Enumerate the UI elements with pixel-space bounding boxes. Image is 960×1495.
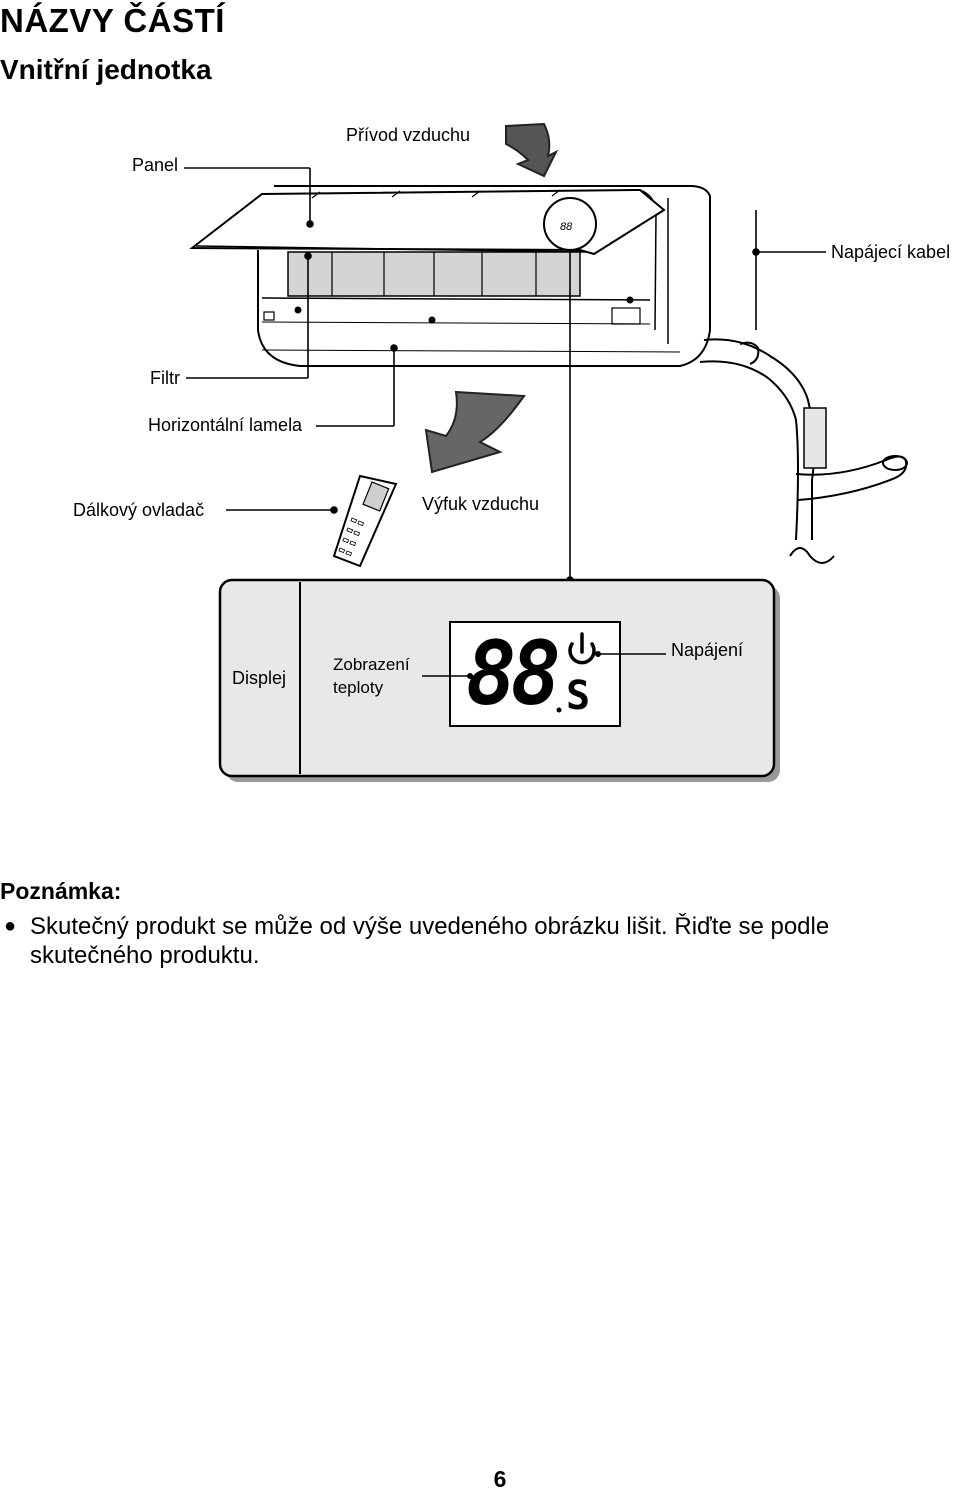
front-panel: 88 bbox=[189, 188, 666, 256]
remote-controller bbox=[332, 474, 398, 568]
leader-lines bbox=[184, 167, 826, 584]
air-inlet-arrow bbox=[505, 122, 559, 178]
segment-digits: 88 bbox=[466, 622, 561, 725]
label-filter: Filtr bbox=[150, 368, 180, 388]
note-item: Skutečný produkt se může od výše uvedené… bbox=[30, 913, 830, 969]
label-air-outlet: Výfuk vzduchu bbox=[422, 494, 540, 514]
label-remote: Dálkový ovladač bbox=[73, 500, 205, 520]
segment-suffix: S bbox=[566, 673, 591, 719]
bullet-icon: ● bbox=[4, 915, 17, 937]
label-power: Napájení bbox=[671, 640, 744, 660]
indoor-unit-diagram: 88 bbox=[184, 122, 908, 782]
label-display: Displej bbox=[232, 668, 287, 688]
power-icon bbox=[568, 632, 596, 665]
page-subtitle: Vnitřní jednotka bbox=[0, 54, 212, 85]
label-horizontal-louver: Horizontální lamela bbox=[148, 415, 303, 435]
label-panel: Panel bbox=[132, 155, 179, 175]
air-outlet-arrow bbox=[424, 390, 526, 474]
label-temp-display-line2: teploty bbox=[333, 678, 384, 697]
display-panel bbox=[218, 578, 780, 782]
page-number: 6 bbox=[493, 1466, 507, 1492]
piping bbox=[699, 338, 908, 564]
label-power-cable: Napájecí kabel bbox=[831, 242, 951, 262]
label-air-inlet: Přívod vzduchu bbox=[346, 125, 471, 145]
label-temp-display-line1: Zobrazení bbox=[333, 655, 410, 674]
note-title: Poznámka: bbox=[0, 878, 122, 904]
page-title: NÁZVY ČÁSTÍ bbox=[0, 2, 225, 39]
svg-text:88: 88 bbox=[560, 221, 573, 233]
